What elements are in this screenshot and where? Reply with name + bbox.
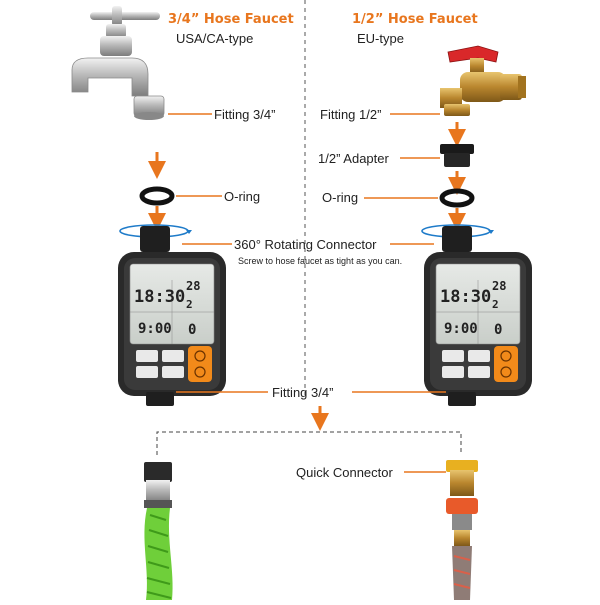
right-mode-button[interactable] [468,350,490,362]
left-set-button[interactable] [136,366,158,378]
right-plus-icon[interactable] [500,350,512,362]
adapter-label: 1/2” Adapter [318,151,389,166]
right-fitting-label: Fitting 1/2” [320,107,382,122]
left-confirm-button[interactable] [162,366,184,378]
chrome-faucet-icon [71,6,165,120]
left-title: 3/4” Hose Faucet [168,12,294,27]
right-set-button[interactable] [442,366,464,378]
left-oring-icon [139,186,175,206]
right-lcd-duration: 0 [494,322,502,338]
left-lcd-start-time: 9:00 [138,321,172,337]
left-lcd-days: 28 [186,279,200,293]
left-lcd-time: 18:30 [134,287,185,307]
right-lcd-start-time: 9:00 [444,321,478,337]
right-lcd-how-often: 2 [492,298,499,311]
bottom-fitting-label: Fitting 3/4” [272,385,334,400]
left-water-timer: 18:30 28 2 9:00 0 [118,224,226,406]
left-lcd-how-often: 2 [186,298,193,311]
left-minus-icon[interactable] [194,366,206,378]
right-oring-icon [439,188,475,208]
left-manual-button[interactable] [136,350,158,362]
right-manual-button[interactable] [442,350,464,362]
left-mode-button[interactable] [162,350,184,362]
left-plus-icon[interactable] [194,350,206,362]
brass-faucet-icon [440,45,526,116]
quick-connector-hose-icon [446,460,478,600]
right-lcd-days: 28 [492,279,506,293]
right-confirm-button[interactable] [468,366,490,378]
right-title: 1/2” Hose Faucet [352,12,478,27]
quick-connector-label: Quick Connector [296,465,393,480]
right-minus-icon[interactable] [500,366,512,378]
left-subtitle: USA/CA-type [176,31,254,46]
right-oring-label: O-ring [322,190,359,205]
rotating-connector-label: 360° Rotating Connector [234,237,377,252]
adapter-icon [440,144,474,167]
hose-bracket [156,431,462,455]
rotating-connector-note: Screw to hose faucet as tight as you can… [238,256,403,266]
right-water-timer: 18:30 28 2 9:00 0 [421,224,532,406]
right-lcd-time: 18:30 [440,287,491,307]
left-lcd-duration: 0 [188,322,196,338]
right-subtitle: EU-type [357,31,404,46]
left-oring-label: O-ring [224,189,261,204]
left-fitting-label: Fitting 3/4” [214,107,276,122]
green-hose-icon [144,462,173,600]
